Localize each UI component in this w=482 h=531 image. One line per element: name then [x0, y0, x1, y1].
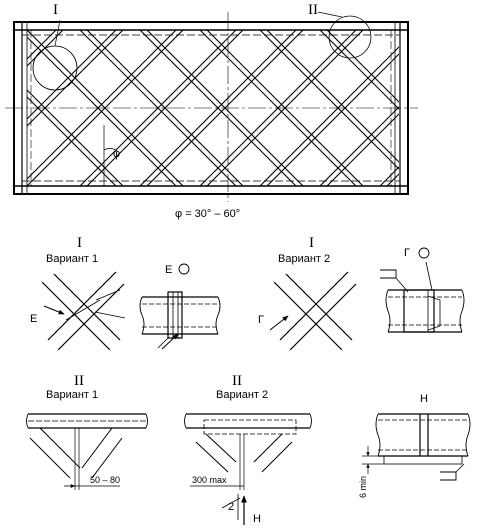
II-v1-numeral: II	[74, 373, 84, 389]
H-view	[362, 413, 471, 481]
detail-label-II: II	[308, 2, 318, 18]
II-v2-dimension: 300 max	[192, 475, 227, 485]
angle-symbol: φ	[113, 148, 120, 160]
II-v2-joint	[184, 413, 312, 525]
II-v1-dimension: 50 – 80	[90, 475, 120, 485]
I-v1-view-letter: Е	[30, 313, 37, 325]
II-v2-numeral: II	[232, 373, 242, 389]
I-v2-section-letter: Г	[404, 247, 410, 259]
lattice-frame	[5, 11, 418, 202]
I-v1-section-letter: Е	[165, 264, 172, 276]
I-v2-numeral: I	[309, 235, 314, 251]
I-v2-title: Вариант 2	[278, 253, 330, 265]
detail-circle-II	[328, 15, 372, 59]
I-v2-view-letter: Г	[258, 314, 264, 326]
I-v1-section	[139, 291, 221, 350]
I-v2-cross	[269, 271, 357, 351]
II-v2-view-letter: Н	[253, 513, 261, 525]
view-rotate-icon	[418, 247, 430, 259]
I-v1-numeral: I	[77, 235, 82, 251]
H-view-title: Н	[420, 393, 428, 405]
II-v2-title: Вариант 2	[216, 389, 268, 401]
II-v2-leader-number: 2	[228, 501, 234, 513]
I-v2-section	[380, 261, 465, 333]
I-v1-cross	[41, 271, 126, 351]
H-dimension: 6 min	[358, 476, 368, 498]
detail-label-I: I	[53, 2, 58, 18]
angle-caption: φ = 30° – 60°	[175, 208, 240, 220]
II-v1-joint	[26, 413, 148, 490]
I-v1-title: Вариант 1	[46, 253, 98, 265]
II-v1-title: Вариант 1	[46, 389, 98, 401]
view-rotate-icon	[178, 263, 190, 275]
detail-circle-I	[32, 45, 78, 91]
